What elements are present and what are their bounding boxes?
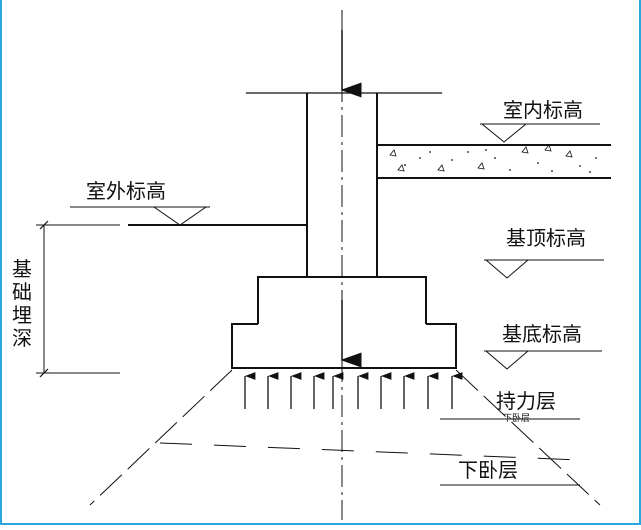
foundation-top-elevation-label: 基顶标高: [506, 226, 586, 250]
hatch-dot: [467, 151, 469, 153]
hatch-dot: [537, 162, 539, 164]
hatch-triangle: [565, 150, 573, 158]
slab-concrete-hatch: [389, 144, 597, 173]
stress-diffusion-left: [89, 369, 233, 506]
bearing-layer-sublabel: 下卧层: [503, 412, 530, 424]
hatch-triangle: [389, 149, 397, 157]
outdoor-elevation-triangle: [152, 206, 208, 226]
hatch-dot: [494, 157, 496, 159]
footing-lower-step: [231, 323, 457, 369]
hatch-dot: [429, 151, 431, 153]
burial-depth-tick-bottom: [39, 368, 49, 378]
burial-depth-tick-top: [39, 220, 49, 230]
hatch-triangle: [437, 164, 445, 172]
foundation-bottom-elevation-mark: 基底标高: [484, 322, 602, 370]
foundation-bottom-elevation-label: 基底标高: [502, 322, 582, 346]
stress-diffusion-right: [455, 369, 601, 506]
bearing-layer-mark: 持力层 下卧层: [440, 389, 580, 424]
hatch-triangle: [477, 162, 485, 170]
burial-depth-char-3: 埋: [12, 303, 32, 327]
foundation-bottom-elevation-triangle: [484, 350, 530, 370]
hatch-triangle: [521, 146, 529, 154]
indoor-elevation-mark: 室内标高: [480, 98, 600, 143]
hatch-dot: [579, 165, 581, 167]
burial-depth-char-4: 深: [12, 326, 32, 350]
hatch-dot: [419, 157, 421, 159]
indoor-elevation-triangle: [480, 123, 528, 143]
hatch-dot: [509, 169, 511, 171]
foundation-top-elevation-mark: 基顶标高: [484, 226, 604, 279]
hatch-dot: [485, 149, 487, 151]
underlying-layer-label: 下卧层: [458, 458, 518, 482]
hatch-dot: [589, 171, 591, 173]
soil-pressure-arrows: [244, 372, 463, 409]
footing-upper-step: [257, 276, 427, 324]
underlying-layer-boundary: [159, 442, 581, 461]
hatch-triangle: [544, 144, 552, 152]
burial-depth-dimension: 基 础 埋 深: [12, 220, 120, 378]
indoor-elevation-label: 室内标高: [503, 98, 583, 122]
hatch-dot: [404, 164, 406, 166]
outdoor-elevation-label: 室外标高: [86, 179, 166, 203]
hatch-triangle: [397, 164, 405, 172]
hatch-dot: [551, 170, 553, 172]
floor-slab: [377, 144, 611, 179]
footing: [231, 276, 457, 369]
outdoor-elevation-mark: 室外标高: [70, 179, 307, 226]
foundation-top-elevation-triangle: [484, 259, 530, 279]
bearing-layer-label: 持力层: [496, 389, 556, 413]
hatch-dot: [595, 157, 597, 159]
underlying-layer-mark: 下卧层: [159, 442, 581, 486]
burial-depth-char-2: 础: [12, 280, 32, 304]
burial-depth-char-1: 基: [12, 257, 32, 281]
hatch-dot: [451, 159, 453, 161]
column: [246, 92, 442, 277]
